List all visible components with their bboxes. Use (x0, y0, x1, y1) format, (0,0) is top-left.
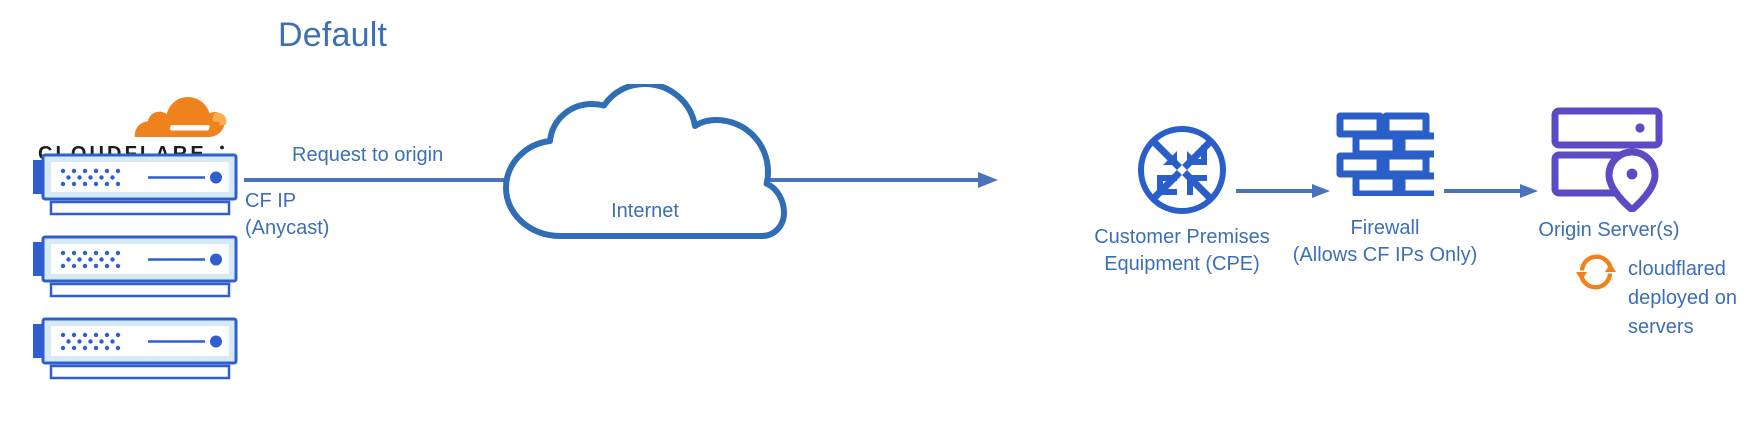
cpe-label: Customer Premises Equipment (CPE) (1094, 226, 1270, 275)
router-icon (1136, 124, 1228, 216)
firewall-to-origin-arrow (1444, 178, 1540, 204)
cloudflared-deployment-label: cloudflared deployed on servers (1628, 258, 1737, 338)
cloudflare-server-2 (33, 230, 238, 300)
cpe-to-firewall-arrow (1236, 178, 1332, 204)
origin-server-label: Origin Server(s) (1538, 219, 1680, 241)
firewall-label: Firewall (Allows CF IPs Only) (1292, 217, 1478, 266)
cloudflare-server-1 (33, 148, 238, 218)
page-title: Default (278, 16, 388, 54)
internet-label: Internet (611, 200, 679, 222)
server-location-pin-icon (1550, 106, 1666, 213)
request-to-origin-label: Request to origin (292, 144, 444, 166)
cloudflare-cloud-icon (112, 82, 230, 144)
cloudflare-server-3 (33, 312, 238, 382)
sync-arrows-icon (1574, 252, 1618, 292)
cf-ip-anycast-label: CF IP (Anycast) (245, 190, 330, 239)
internet-cloud-icon (500, 81, 790, 240)
brick-wall-icon (1336, 112, 1446, 198)
